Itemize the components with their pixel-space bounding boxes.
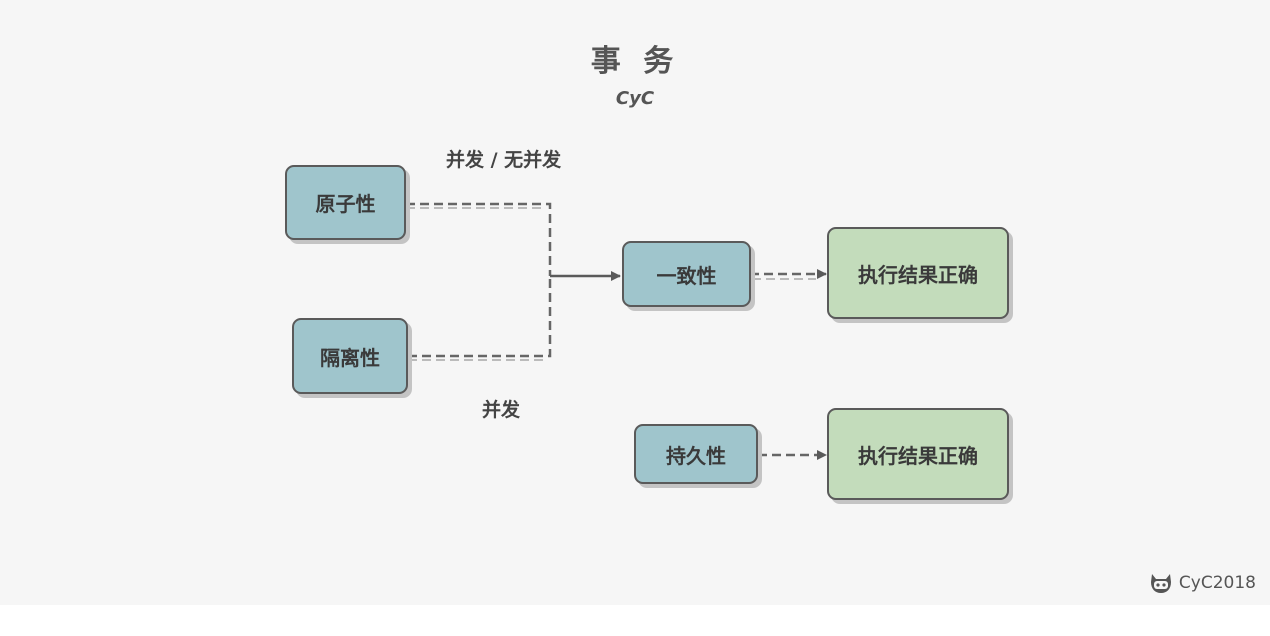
diagram-canvas: 事 务 CyC 并发 / 无并发 并发 原子性 隔离性 一致性 持久性 执行结果: [285, 44, 1256, 594]
watermark-text: CyC2018: [1178, 573, 1256, 593]
edge-label-bottom: 并发: [482, 399, 521, 421]
edge-label-top: 并发 / 无并发: [446, 149, 562, 171]
node-result-consistency-label: 执行结果正确: [858, 262, 978, 287]
github-octocat-icon: [1150, 574, 1171, 593]
node-atomicity: 原子性: [285, 165, 406, 240]
node-consistency: 一致性: [622, 241, 751, 307]
watermark: CyC2018: [1149, 572, 1256, 594]
connector-layer: [406, 202, 827, 460]
node-result-durability-label: 执行结果正确: [858, 443, 978, 468]
connector-isolation: [408, 276, 552, 358]
node-isolation-label: 隔离性: [320, 345, 380, 370]
diagram-subtitle: CyC: [615, 88, 655, 109]
node-atomicity-label: 原子性: [315, 192, 376, 216]
node-consistency-label: 一致性: [656, 263, 717, 288]
node-result-durability: 执行结果正确: [827, 408, 1009, 500]
node-isolation: 隔离性: [292, 318, 408, 394]
node-durability: 持久性: [634, 424, 758, 484]
diagram-title: 事 务: [590, 44, 680, 79]
node-durability-label: 持久性: [666, 443, 726, 468]
node-result-consistency: 执行结果正确: [827, 227, 1009, 319]
connector-atomicity: [406, 202, 552, 276]
